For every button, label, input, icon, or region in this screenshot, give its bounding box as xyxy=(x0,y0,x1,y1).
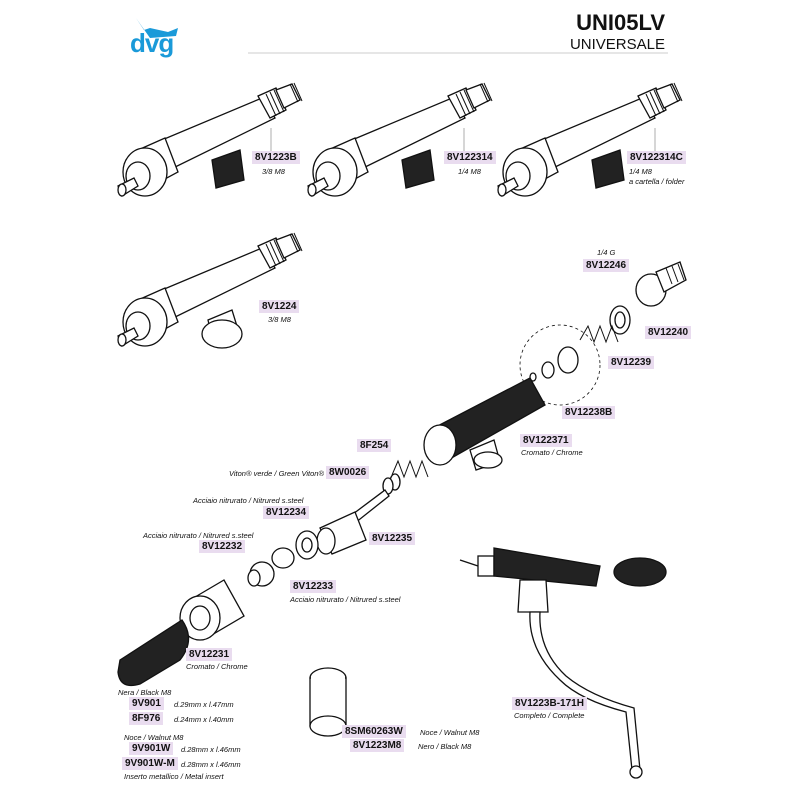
part-note: 3/8 M8 xyxy=(268,315,291,324)
part-note: Noce / Walnut M8 xyxy=(420,728,480,737)
knob-insert-note: Inserto metallico / Metal insert xyxy=(124,772,224,781)
tap-8V122314-drawing xyxy=(307,82,493,197)
tap-8V1224-drawing xyxy=(117,232,303,349)
part-note: Acciaio nitrurato / Nitrured s.steel xyxy=(143,531,254,540)
part-code: 8V12239 xyxy=(608,356,655,369)
part-note: 3/8 M8 xyxy=(262,167,285,176)
cylinder-knob-drawing xyxy=(309,667,347,737)
faucet-logo-icon xyxy=(136,18,178,38)
exploded-assembly-drawing xyxy=(117,261,687,687)
part-code: 8V122314 xyxy=(444,151,496,164)
knob-dims: d.24mm x l.40mm xyxy=(174,715,234,724)
part-code: 8SM60263W xyxy=(342,725,406,738)
tap-8V122314C-drawing xyxy=(497,82,683,197)
part-note: 1/4 M8 xyxy=(629,167,652,176)
part-note: Completo / Complete xyxy=(514,711,585,720)
part-code: 8V1223M8 xyxy=(350,739,405,752)
knob-group-label: Noce / Walnut M8 xyxy=(124,733,184,742)
part-note: Cromato / Chrome xyxy=(521,448,583,457)
part-code: 8V1223B-171H xyxy=(512,697,587,710)
part-code: 8V12231 xyxy=(186,648,233,661)
complete-tap-drawing xyxy=(459,547,667,779)
part-code: 8F254 xyxy=(357,439,392,452)
part-code: 8V12232 xyxy=(199,540,246,553)
part-code: 8V122371 xyxy=(520,434,572,447)
knob-dims: d.28mm x l.46mm xyxy=(181,745,241,754)
tap-8V1223B-drawing xyxy=(117,82,303,197)
part-note: Viton® verde / Green Viton® xyxy=(229,469,324,478)
part-code: 8V122314C xyxy=(627,151,686,164)
logo-text: dvg xyxy=(130,28,174,58)
knob-code: 9V901W xyxy=(129,742,174,755)
page-title: UNI05LV xyxy=(576,10,665,35)
part-note: 1/4 G xyxy=(597,248,616,257)
knob-code: 8F976 xyxy=(129,712,164,725)
part-code: 8V12238B xyxy=(562,406,616,419)
knob-code: 9V901W-M xyxy=(122,757,178,770)
part-code: 8V12240 xyxy=(645,326,692,339)
part-code: 8V1223B xyxy=(252,151,300,164)
part-note: 1/4 M8 xyxy=(458,167,481,176)
brand-logo: dvg xyxy=(128,10,188,60)
part-code: 8V12234 xyxy=(263,506,310,519)
page-subtitle: UNIVERSALE xyxy=(569,36,665,53)
knob-code: 9V901 xyxy=(129,697,164,710)
part-note: Acciaio nitrurato / Nitrured s.steel xyxy=(193,496,304,505)
part-note: Acciaio nitrurato / Nitrured s.steel xyxy=(290,595,401,604)
part-code: 8V12246 xyxy=(583,259,630,272)
part-code: 8V1224 xyxy=(259,300,300,313)
part-code: 8V12235 xyxy=(369,532,416,545)
knob-dims: d.28mm x l.46mm xyxy=(181,760,241,769)
part-note: Cromato / Chrome xyxy=(186,662,248,671)
part-note: Nero / Black M8 xyxy=(418,742,472,751)
knob-dims: d.29mm x l.47mm xyxy=(174,700,234,709)
part-note: a cartella / folder xyxy=(629,177,685,186)
part-code: 8V12233 xyxy=(290,580,337,593)
knob-group-label: Nera / Black M8 xyxy=(118,688,172,697)
part-code: 8W0026 xyxy=(326,466,370,479)
